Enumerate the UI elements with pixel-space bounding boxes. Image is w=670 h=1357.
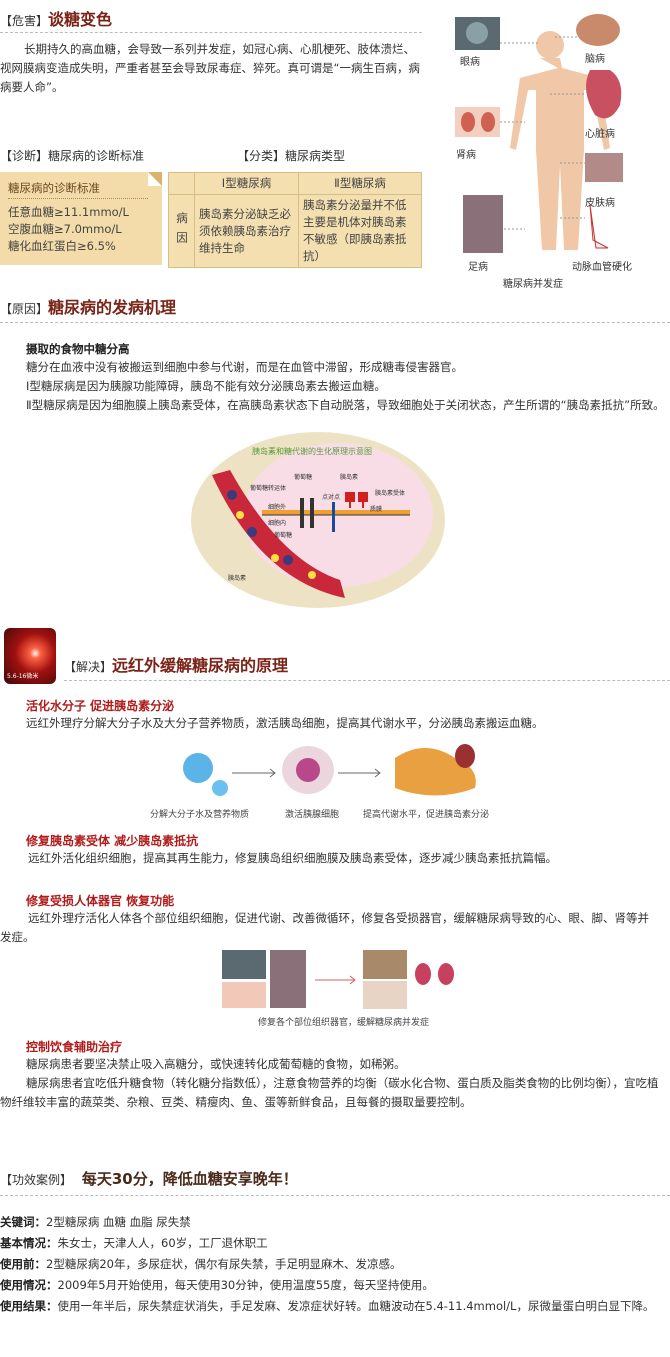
artery-image (589, 204, 609, 249)
label-skin: 皮肤病 (585, 198, 615, 209)
criterion: 糖化血红蛋白≥6.5% (8, 239, 116, 253)
far-infrared-badge: 5.6-16微米 (4, 628, 56, 684)
diagram-label: 葡萄糖 (294, 474, 313, 481)
case-header: 【功效案例】 每天30分，降低血糖安享晚年！ (0, 1168, 298, 1189)
folded-corner (148, 172, 162, 186)
heart-image (586, 70, 622, 119)
case-row: 使用前：2型糖尿病20年，多尿症状，偶尔有尿失禁，手足明显麻木、发凉感。 (0, 1257, 402, 1271)
s3-heading: 修复受损人体器官 恢复功能 (26, 894, 175, 908)
step-caption: 分解大分子水及营养物质 (150, 810, 250, 820)
diagnosis-heading: 【诊断】糖尿病的诊断标准 (0, 149, 145, 163)
diagram-label: 葡萄糖 (274, 532, 293, 539)
label-artery: 动脉血管硬化 (572, 262, 632, 273)
criterion: 任意血糖≥11.1mmo/L (8, 205, 129, 219)
case-row: 使用情况：2009年5月开始使用，每天使用30分钟，使用温度55度，每天坚持使用… (0, 1278, 434, 1292)
s4-heading: 控制饮食辅助治疗 (26, 1040, 123, 1054)
case-row: 使用结果：使用一年半后，尿失禁症状消失，手足发麻、发凉症状好转。血糖波动在5.4… (0, 1299, 655, 1313)
col-type2: Ⅱ型糖尿病 (298, 172, 422, 195)
diagram-label: 胰岛素 (228, 575, 247, 582)
human-body-illustration (455, 14, 623, 253)
type1-cause: 胰岛素分泌缺乏必须依赖胰岛素治疗维持生命 (194, 194, 299, 268)
cause-line: Ⅰ型糖尿病是因为胰腺功能障碍，胰岛不能有效分泌胰岛素去搬运血糖。 (26, 379, 386, 393)
diagram-title: 胰岛素和糖代谢的生化原理示意图 (252, 447, 372, 456)
label-eye: 眼病 (460, 57, 480, 68)
harm-title: 谈糖变色 (48, 10, 113, 29)
harm-paragraph: 长期持久的高血糖，会导致一系列并发症，如冠心病、心肌梗死、肢体溃烂、视网膜病变造… (0, 42, 420, 94)
classification-heading: 【分类】糖尿病类型 (237, 149, 346, 163)
organ-repair-graphic (222, 950, 454, 1009)
foot-image (463, 195, 503, 253)
diagram-label: 葡萄糖转运体 (250, 485, 287, 492)
label-kidney: 肾病 (456, 150, 476, 161)
solution-tag: 【解决】 (64, 660, 113, 674)
s2-heading: 修复胰岛素受体 减少胰岛素抵抗 (26, 834, 199, 848)
diagram-label: 胰岛素 (340, 474, 359, 481)
cause-tag: 【原因】 (0, 302, 49, 316)
diagram-label: 胰岛素受体 (375, 490, 406, 497)
activation-graphic (183, 744, 476, 796)
label-foot: 足病 (468, 262, 488, 273)
cause-title: 糖尿病的发病机理 (48, 298, 177, 317)
diagram-label: 质膜 (370, 506, 383, 513)
criterion: 空腹血糖≥7.0mmo/L (8, 222, 122, 236)
diagram-label: 细胞外 (268, 504, 287, 511)
col-type1: Ⅰ型糖尿病 (194, 172, 299, 195)
divider (0, 322, 670, 323)
label-brain: 脑病 (585, 54, 605, 65)
s3-text: 远红外理疗活化人体各个部位组织细胞，促进代谢、改善微循环，修复各受损器官，缓解糖… (0, 911, 649, 944)
organ-caption: 修复各个部位组织器官，缓解糖尿病并发症 (258, 1018, 430, 1028)
case-row: 基本情况：朱女士，天津人人，60岁，工厂退休职工 (0, 1236, 268, 1250)
insulin-diagram: 胰岛素和糖代谢的生化原理示意图 葡萄糖 葡萄糖转运体 细胞外 细胞内 葡萄糖 点… (190, 430, 446, 610)
cause-header: 【原因】糖尿病的发病机理 (0, 294, 176, 318)
cause-line: 糖分在血液中没有被搬运到细胞中参与代谢，而是在血管中滞留，形成糖毒侵害器官。 (26, 360, 463, 374)
diagram-graphic (191, 432, 445, 608)
divider (0, 32, 422, 33)
cause-subheading: 摄取的食物中糖分高 (26, 342, 130, 356)
s1-text: 远红外理疗分解大分子水及大分子营养物质，激活胰岛细胞，提高其代谢水平，分泌胰岛素… (26, 716, 544, 730)
step-caption: 激活胰腺细胞 (285, 810, 340, 820)
diagram-label: 点对点 (322, 494, 341, 501)
row-label: 病因 (168, 194, 195, 268)
diagram-label: 细胞内 (268, 520, 287, 527)
case-title: 每天30分，降低血糖安享晚年！ (81, 1170, 298, 1188)
divider (0, 1195, 670, 1196)
case-tag: 【功效案例】 (0, 1173, 73, 1187)
brain-image (576, 14, 620, 46)
activation-figure: 分解大分子水及营养物质 激活胰腺细胞 提高代谢水平，促进胰岛素分泌 (140, 738, 490, 823)
complications-figure: 眼病 脑病 心脏病 肾病 皮肤病 足病 动脉血管硬化 糖尿病并发症 (440, 0, 670, 292)
s4-line: 糖尿病患者宜吃低升糖食物（转化糖分指数低），注意食物营养的均衡（碳水化合物、蛋白… (0, 1076, 659, 1109)
diagnosis-box: 糖尿病的诊断标准 任意血糖≥11.1mmo/L 空腹血糖≥7.0mmo/L 糖化… (0, 172, 162, 265)
divider (64, 680, 670, 681)
badge-text: 5.6-16微米 (7, 673, 39, 680)
s2-text: 远红外活化组织细胞，提高其再生能力，修复胰岛组织细胞膜及胰岛素受体，逐步减少胰岛… (28, 851, 557, 865)
step-caption: 提高代谢水平，促进胰岛素分泌 (363, 810, 490, 820)
organ-repair-figure: 修复各个部位组织器官，缓解糖尿病并发症 (220, 948, 460, 1030)
label-heart: 心脏病 (585, 129, 615, 140)
solution-title: 远红外缓解糖尿病的原理 (112, 656, 289, 675)
skin-image (585, 153, 623, 182)
cause-line: Ⅱ型糖尿病是因为细胞膜上胰岛素受体，在高胰岛素状态下自动脱落，导致细胞处于关闭状… (26, 398, 665, 412)
s1-heading: 活化水分子 促进胰岛素分泌 (26, 699, 175, 713)
figure-caption: 糖尿病并发症 (503, 279, 563, 290)
type2-cause: 胰岛素分泌量并不低主要是机体对胰岛素不敏感（即胰岛素抵抗） (298, 194, 422, 268)
harm-tag: 【危害】 (0, 14, 49, 28)
case-row: 关键词：2型糖尿病 血糖 血脂 尿失禁 (0, 1215, 191, 1229)
s4-line: 糖尿病患者要坚决禁止吸入高糖分，或快速转化成葡萄糖的食物，如稀粥。 (26, 1057, 406, 1071)
harm-header: 【危害】谈糖变色 (0, 6, 112, 30)
solution-header: 【解决】远红外缓解糖尿病的原理 (64, 652, 288, 676)
diagnosis-box-title: 糖尿病的诊断标准 (8, 180, 148, 199)
